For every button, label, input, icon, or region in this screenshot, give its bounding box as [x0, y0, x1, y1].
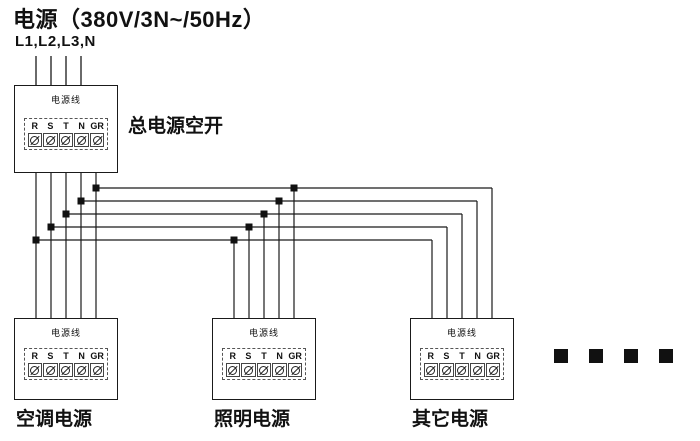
continuation-square: [589, 349, 603, 363]
screw-terminal-icon: [473, 365, 483, 375]
terminal-screw-cell: [287, 363, 303, 377]
screw-terminal-icon: [30, 135, 40, 145]
continuation-square: [624, 349, 638, 363]
terminal-label: R: [229, 351, 237, 361]
terminal-screw-cell: [27, 363, 43, 377]
terminal-label: GR: [90, 351, 104, 361]
terminal-screw-cell: [485, 363, 501, 377]
continuation-square: [659, 349, 673, 363]
terminal-label: T: [63, 351, 69, 361]
screw-terminal-icon: [441, 365, 451, 375]
terminal-label: T: [459, 351, 465, 361]
terminal-screws-row: [27, 133, 105, 147]
terminal-label: R: [31, 121, 39, 131]
terminal-screw-cell: [454, 363, 470, 377]
terminal-screw-cell: [470, 363, 485, 377]
screw-terminal-icon: [92, 135, 102, 145]
terminal-screw-cell: [74, 363, 89, 377]
terminal-label: N: [78, 351, 85, 361]
screw-terminal-icon: [77, 365, 87, 375]
terminal-screw-cell: [43, 363, 58, 377]
terminal-screw-cell: [58, 133, 74, 147]
terminal-screw-cell: [27, 133, 43, 147]
screw-terminal-icon: [92, 365, 102, 375]
terminal-screw-cell: [256, 363, 272, 377]
terminal-label: N: [276, 351, 283, 361]
power-line-label: 电源线: [50, 95, 81, 105]
feed-wires: [35, 56, 82, 85]
branch-label-aircon: 空调电源: [16, 409, 93, 430]
screw-terminal-icon: [61, 135, 71, 145]
terminal-screws-row: [225, 363, 303, 377]
terminal-label: GR: [288, 351, 302, 361]
screw-terminal-icon: [77, 135, 87, 145]
power-line-label: 电源线: [446, 328, 477, 338]
terminal-label: GR: [486, 351, 500, 361]
screw-terminal-icon: [61, 365, 71, 375]
screw-terminal-icon: [45, 365, 55, 375]
screw-terminal-icon: [259, 365, 269, 375]
terminal-label: S: [47, 121, 54, 131]
screw-terminal-icon: [426, 365, 436, 375]
main-breaker-label: 总电源空开: [128, 116, 224, 137]
page-title: 电源（380V/3N~/50Hz）: [13, 7, 266, 32]
branch-label-other: 其它电源: [412, 409, 489, 430]
screw-terminal-icon: [228, 365, 238, 375]
screw-terminal-icon: [488, 365, 498, 375]
continuation-square: [554, 349, 568, 363]
terminal-label: N: [78, 121, 85, 131]
terminal-label: R: [31, 351, 39, 361]
terminal-screw-cell: [225, 363, 241, 377]
screw-terminal-icon: [30, 365, 40, 375]
screw-terminal-icon: [45, 135, 55, 145]
continuation-ellipsis: [554, 349, 673, 363]
terminal-label: T: [63, 121, 69, 131]
terminal-screw-cell: [74, 133, 89, 147]
feed-wires-label: L1,L2,L3,N: [15, 33, 96, 50]
screw-terminal-icon: [275, 365, 285, 375]
terminal-label: R: [427, 351, 435, 361]
terminal-label: T: [261, 351, 267, 361]
screw-terminal-icon: [243, 365, 253, 375]
terminal-label: S: [245, 351, 252, 361]
terminal-screws-row: [27, 363, 105, 377]
screw-terminal-icon: [290, 365, 300, 375]
junction-dots: [32, 184, 298, 244]
power-line-label: 电源线: [50, 328, 81, 338]
terminal-screw-cell: [423, 363, 439, 377]
screw-terminal-icon: [457, 365, 467, 375]
terminal-screw-cell: [58, 363, 74, 377]
terminal-screw-cell: [43, 133, 58, 147]
terminal-screw-cell: [241, 363, 256, 377]
terminal-label: S: [443, 351, 450, 361]
power-line-label: 电源线: [248, 328, 279, 338]
terminal-screw-cell: [272, 363, 287, 377]
terminal-screw-cell: [89, 363, 105, 377]
terminal-screw-cell: [89, 133, 105, 147]
terminal-label: S: [47, 351, 54, 361]
terminal-screw-cell: [439, 363, 454, 377]
branch-label-lighting: 照明电源: [214, 409, 291, 430]
terminal-label: GR: [90, 121, 104, 131]
distribution-wires: [35, 173, 493, 318]
terminal-screws-row: [423, 363, 501, 377]
terminal-label: N: [474, 351, 481, 361]
